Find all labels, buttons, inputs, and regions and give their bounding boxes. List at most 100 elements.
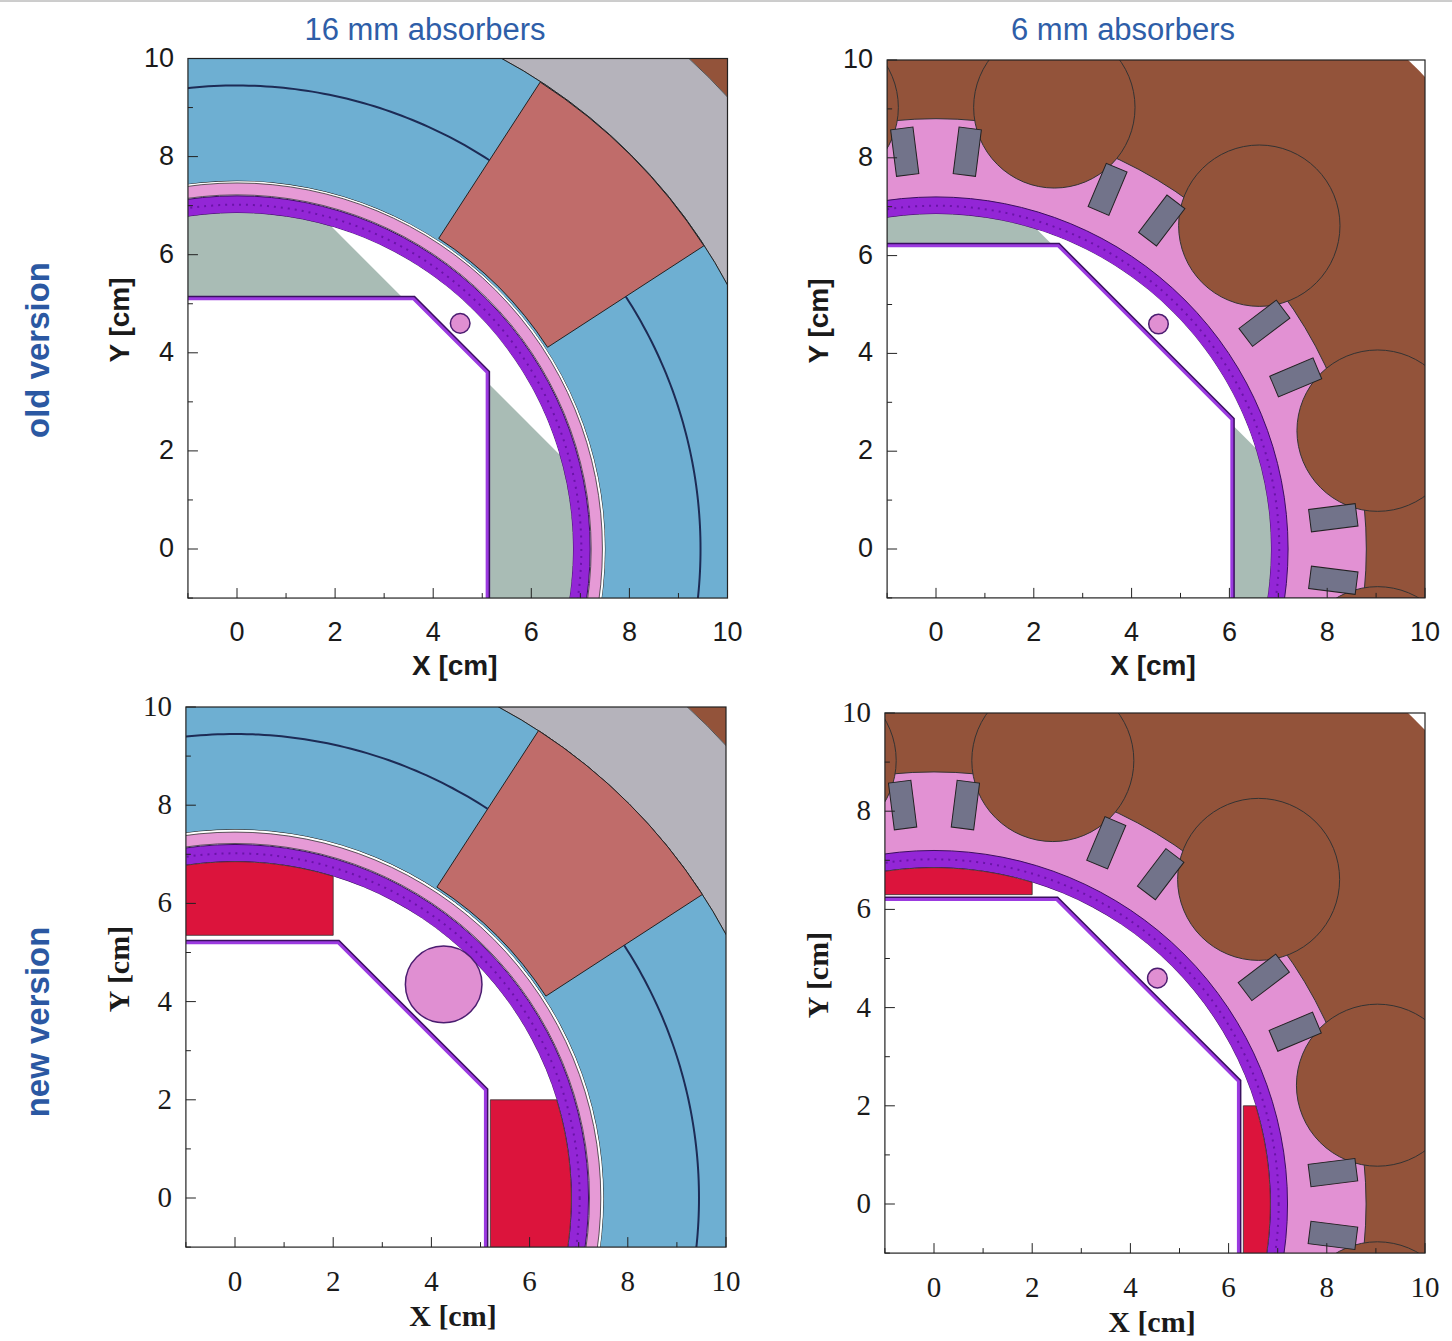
tick-mark — [887, 108, 892, 109]
tick-mark — [188, 549, 198, 550]
tick-label: 0 — [856, 1188, 871, 1220]
tick-label: 10 — [143, 691, 172, 723]
inner-space — [885, 868, 1270, 1253]
tick-label: 8 — [157, 789, 172, 821]
axis-label: Y [cm] — [804, 278, 835, 363]
tick-label: 6 — [858, 241, 873, 271]
tick-mark — [188, 58, 198, 59]
tick-mark — [1033, 588, 1034, 598]
tick-mark — [186, 707, 196, 708]
panel-title: 16 mm absorbers — [304, 13, 545, 47]
axis-label: X [cm] — [1108, 1305, 1195, 1338]
tick-mark — [1081, 1248, 1082, 1253]
tick-label: 10 — [1410, 618, 1440, 648]
tick-mark — [188, 254, 198, 255]
tick-label: 10 — [842, 697, 871, 729]
tick-label: 0 — [159, 534, 174, 564]
tick-label: 2 — [1025, 1272, 1040, 1304]
absorber-bar — [1087, 817, 1126, 869]
tick-mark — [1229, 588, 1230, 598]
tick-label: 6 — [856, 893, 871, 925]
collar-notch — [1179, 145, 1340, 306]
tick-mark — [188, 303, 193, 304]
absorber-bar — [1270, 358, 1322, 397]
tick-mark — [187, 593, 188, 598]
pink-collar — [885, 772, 1366, 1253]
tick-mark — [186, 952, 191, 953]
tick-mark — [1130, 1243, 1131, 1253]
tick-label: 6 — [522, 1266, 537, 1298]
tick-mark — [188, 156, 198, 157]
outer-brown — [186, 707, 726, 1247]
tick-mark — [885, 1056, 890, 1057]
tick-mark — [887, 255, 897, 256]
cooling-tube — [1148, 968, 1168, 988]
tick-mark — [726, 1237, 727, 1247]
tick-mark — [188, 107, 193, 108]
tick-mark — [1228, 1243, 1229, 1253]
tick-mark — [186, 1198, 196, 1199]
tick-mark — [580, 593, 581, 598]
tick-mark — [1278, 593, 1279, 598]
tick-label: 8 — [1320, 1272, 1335, 1304]
beam-pipe — [885, 850, 1288, 1253]
tick-label: 10 — [843, 45, 873, 75]
ring-line — [626, 297, 701, 599]
tick-label: 10 — [712, 618, 742, 648]
plot-frame — [188, 59, 728, 599]
tick-label: 2 — [856, 1090, 871, 1122]
tick-mark — [1131, 588, 1132, 598]
tick-mark — [885, 1154, 890, 1155]
cooling-tube — [450, 314, 470, 334]
tick-label: 4 — [856, 992, 871, 1024]
tick-mark — [186, 854, 191, 855]
row-label: old version — [20, 262, 56, 438]
tick-mark — [384, 593, 385, 598]
absorber-bar — [1308, 1158, 1358, 1186]
beam-pipe-dots — [186, 853, 580, 1247]
tick-label: 4 — [159, 338, 174, 368]
cross-section — [186, 707, 726, 1247]
absorber-fill — [887, 214, 1271, 598]
tick-label: 0 — [157, 1182, 172, 1214]
absorber-bar — [1308, 1221, 1358, 1249]
axis-label: Y [cm] — [105, 278, 136, 363]
tick-label: 8 — [856, 795, 871, 827]
axis-label: Y [cm] — [101, 926, 134, 1012]
absorber-ring — [186, 707, 726, 1247]
outer-brown — [188, 59, 728, 599]
tick-label: 4 — [1123, 1272, 1138, 1304]
tick-mark — [531, 588, 532, 598]
beam-screen-inner — [887, 246, 1232, 598]
tungsten-block — [490, 1100, 571, 1247]
tick-mark — [887, 304, 892, 305]
tick-mark — [678, 593, 679, 598]
tick-mark — [887, 157, 897, 158]
tick-mark — [887, 500, 892, 501]
tick-mark — [286, 593, 287, 598]
tick-mark — [188, 401, 193, 402]
tick-mark — [1179, 1248, 1180, 1253]
tick-label: 2 — [157, 1084, 172, 1116]
tick-mark — [1326, 1243, 1327, 1253]
beam-screen — [188, 299, 487, 598]
tick-mark — [185, 1242, 186, 1247]
pink-ring — [186, 832, 601, 1247]
tick-label: 0 — [228, 1266, 243, 1298]
tick-mark — [984, 593, 985, 598]
tick-mark — [887, 60, 897, 61]
tick-label: 0 — [858, 534, 873, 564]
absorber-bar — [888, 780, 916, 830]
tick-mark — [335, 588, 336, 598]
beam-screen — [186, 943, 486, 1247]
tick-mark — [887, 353, 897, 354]
plot-frame — [186, 707, 726, 1247]
tungsten-block — [1243, 1106, 1270, 1253]
tick-label: 10 — [712, 1266, 741, 1298]
tick-label: 0 — [928, 618, 943, 648]
absorber-bar — [1238, 954, 1289, 1000]
beam-screen-inner — [885, 900, 1239, 1254]
ring-line — [624, 945, 699, 1247]
brown-yoke — [887, 60, 1425, 598]
